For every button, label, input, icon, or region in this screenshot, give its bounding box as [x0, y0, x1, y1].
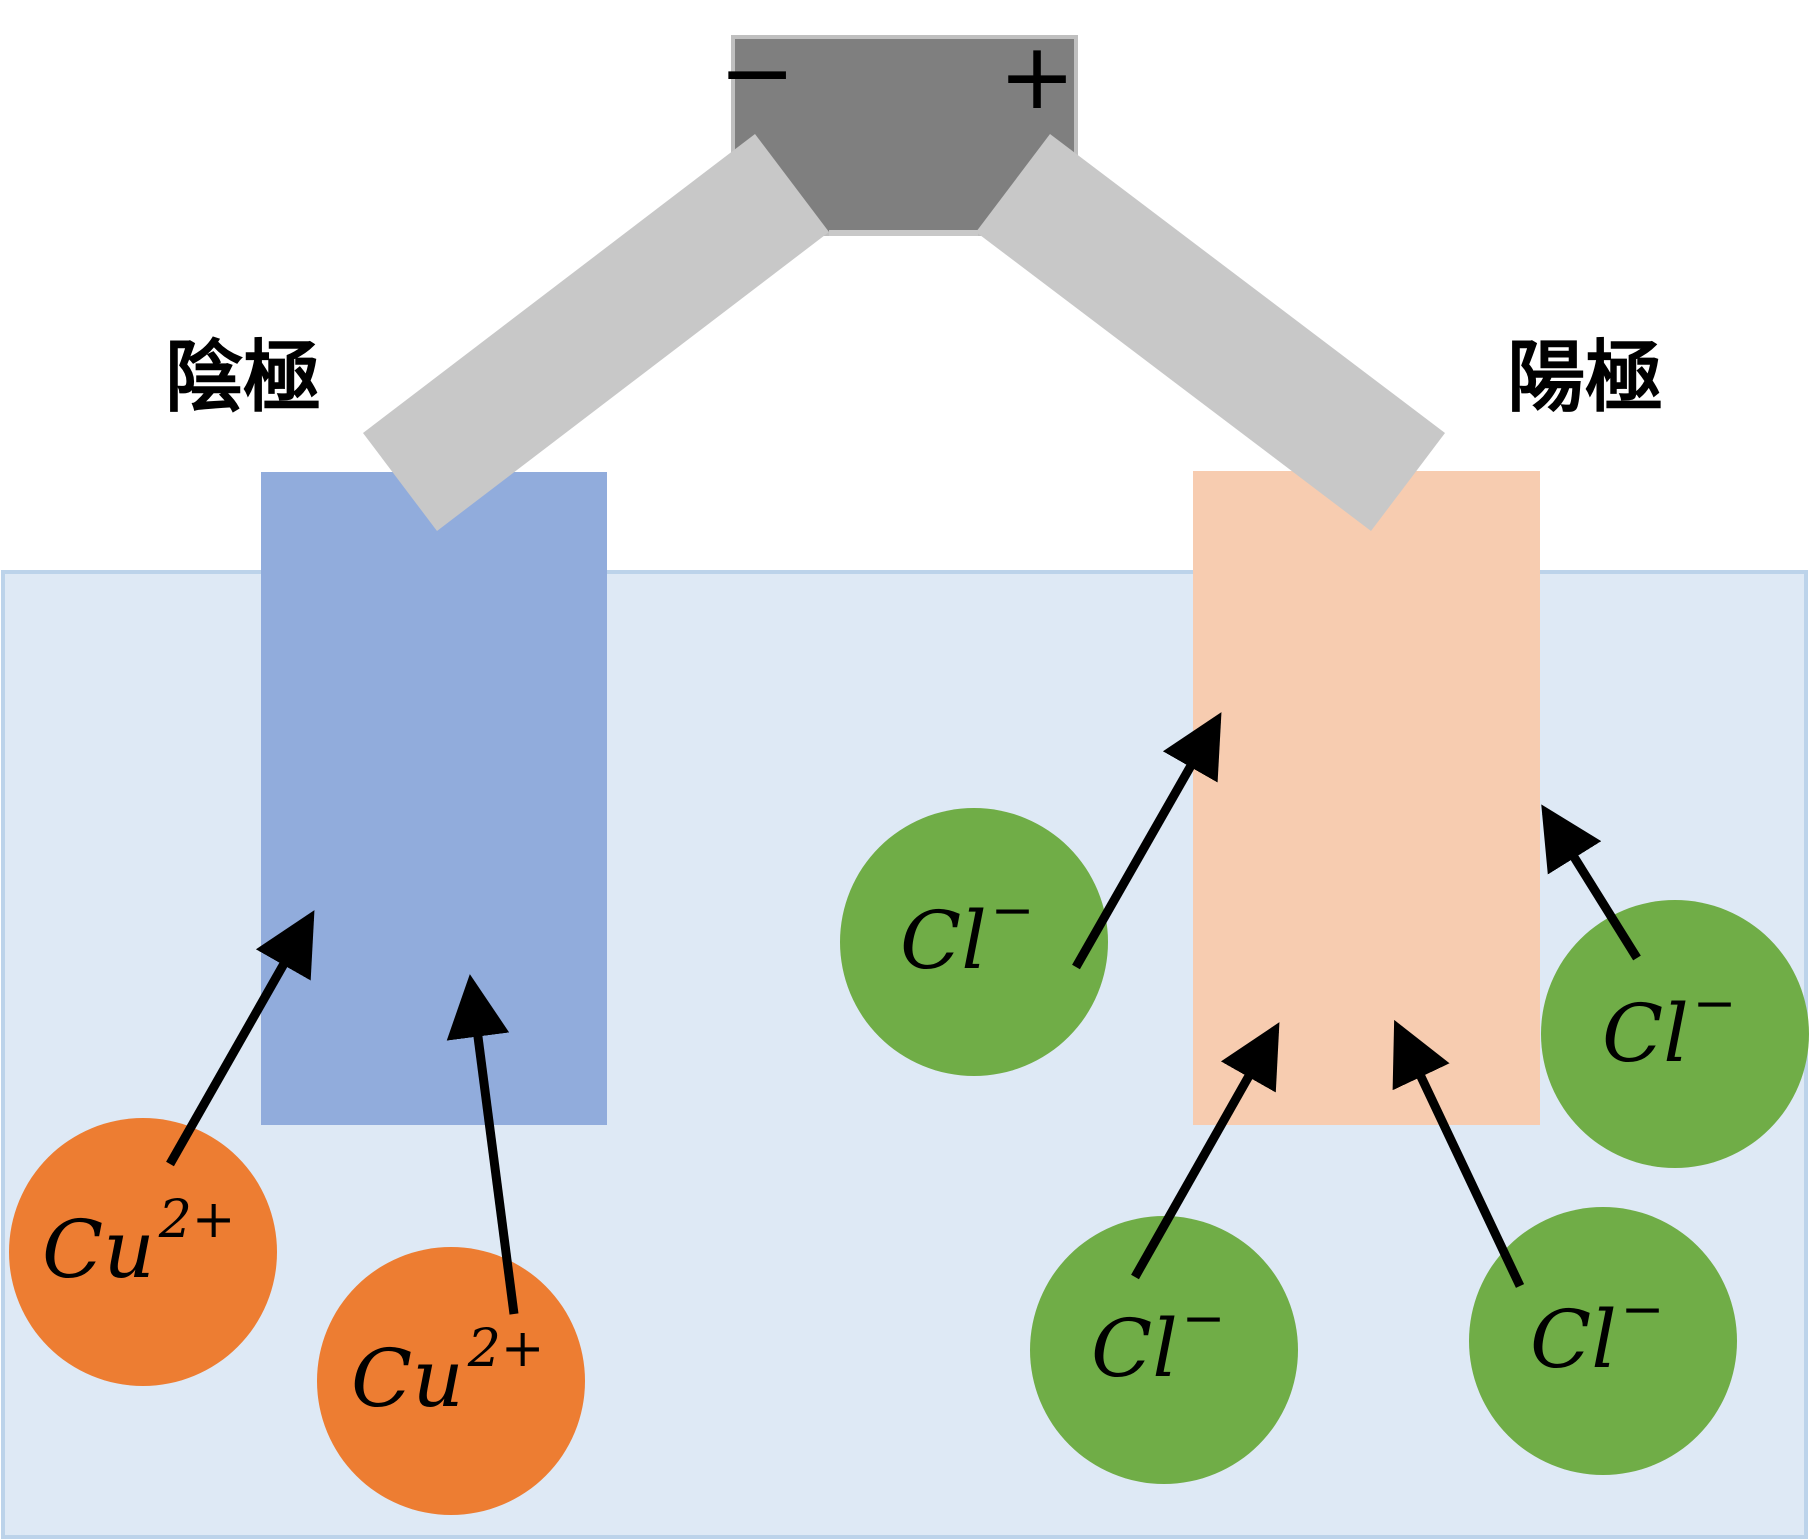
chloride-ion-migration-arrow: [1131, 1022, 1280, 1280]
negative-terminal-sign: −: [718, 19, 795, 126]
cathode-label: 陰極: [165, 333, 321, 423]
chloride-ion-migration-arrow: [1541, 804, 1641, 961]
copper-ion: Cu2+: [317, 1247, 585, 1515]
chloride-ion: Cl−: [1541, 900, 1809, 1168]
svg-text:Cl−: Cl−: [900, 881, 1034, 987]
anode-wire: [976, 134, 1445, 531]
chloride-ion: Cl−: [840, 808, 1108, 1076]
copper-ion-migration-arrow: [446, 974, 519, 1315]
anode-label: 陽極: [1507, 333, 1663, 423]
chloride-ion: Cl−: [1030, 1216, 1298, 1484]
cathode-wire: [363, 134, 829, 531]
battery-bottom-edge: [829, 230, 978, 236]
chloride-ion-migration-arrow: [1392, 1019, 1525, 1288]
svg-text:Cl−: Cl−: [1602, 974, 1736, 1080]
cathode-electrode: [261, 472, 607, 1125]
positive-terminal-sign: +: [998, 23, 1075, 130]
anode-electrode: [1193, 471, 1540, 1125]
copper-ion-migration-arrow: [166, 910, 315, 1167]
svg-text:Cu2+: Cu2+: [42, 1190, 235, 1296]
svg-text:Cl−: Cl−: [1091, 1289, 1225, 1395]
copper-ion: Cu2+: [9, 1118, 277, 1386]
svg-text:Cu2+: Cu2+: [351, 1319, 544, 1425]
chloride-ion: Cl−: [1469, 1207, 1737, 1475]
svg-text:Cl−: Cl−: [1530, 1280, 1664, 1386]
chloride-ion-migration-arrow: [1072, 712, 1222, 970]
